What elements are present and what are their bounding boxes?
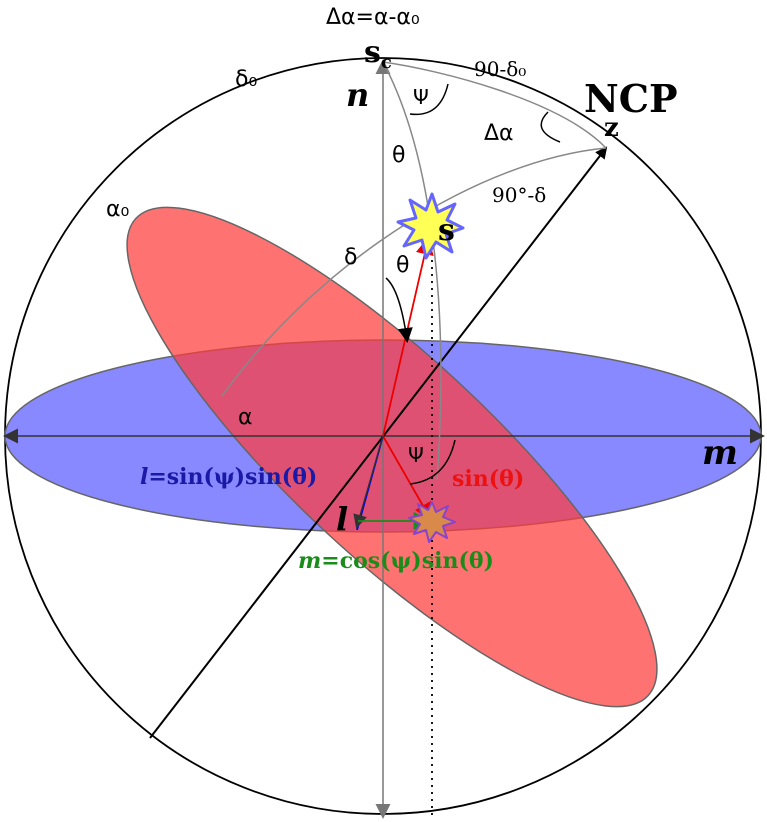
- psi-angle-arc-bottom: [409, 439, 456, 485]
- m-axis-label: m: [702, 433, 738, 473]
- delta0-label: δ₀: [235, 67, 257, 92]
- l-formula-label: l=sin(ψ)sin(θ): [140, 464, 317, 490]
- arc-ncp-to-sc: [382, 61, 607, 149]
- psi-top-label: Ψ: [413, 85, 429, 109]
- psi-bottom-label: Ψ: [408, 443, 424, 467]
- ninety-minus-delta-label: 90°-δ: [492, 183, 546, 207]
- m-formula-label: m=cos(ψ)sin(θ): [298, 548, 494, 574]
- source-s-label: s: [438, 213, 455, 248]
- sin-theta-label: sin(θ): [452, 466, 524, 492]
- alpha-label: α: [238, 405, 253, 430]
- delta-label: δ: [344, 245, 357, 270]
- ncp-label: NCP: [584, 76, 678, 121]
- n-axis-label: n: [346, 76, 369, 114]
- sin-theta-vector: [382, 435, 432, 522]
- z-axis-line: [149, 146, 608, 739]
- delta-alpha-definition-label: Δα=α-α₀: [326, 5, 420, 30]
- sc-label: sc: [364, 35, 392, 73]
- alpha0-label: α₀: [106, 197, 130, 222]
- l-axis-arrow: [353, 435, 384, 529]
- delta-alpha-label: Δα: [484, 121, 514, 146]
- l-axis-label: l: [336, 500, 348, 538]
- source-star: [396, 192, 465, 260]
- psi-angle-arc-top: [409, 83, 449, 116]
- z-label: z: [604, 113, 619, 143]
- projected-star: [408, 501, 456, 543]
- tilted-plane-red: [126, 206, 658, 708]
- ninety-minus-delta0-label: 90-δ₀: [474, 57, 526, 81]
- theta-top-label: θ: [392, 143, 405, 168]
- theta-mid-label: θ: [396, 253, 409, 278]
- theta-angle-arc-mid: [385, 277, 413, 343]
- delta-alpha-angle-arc: [540, 111, 561, 143]
